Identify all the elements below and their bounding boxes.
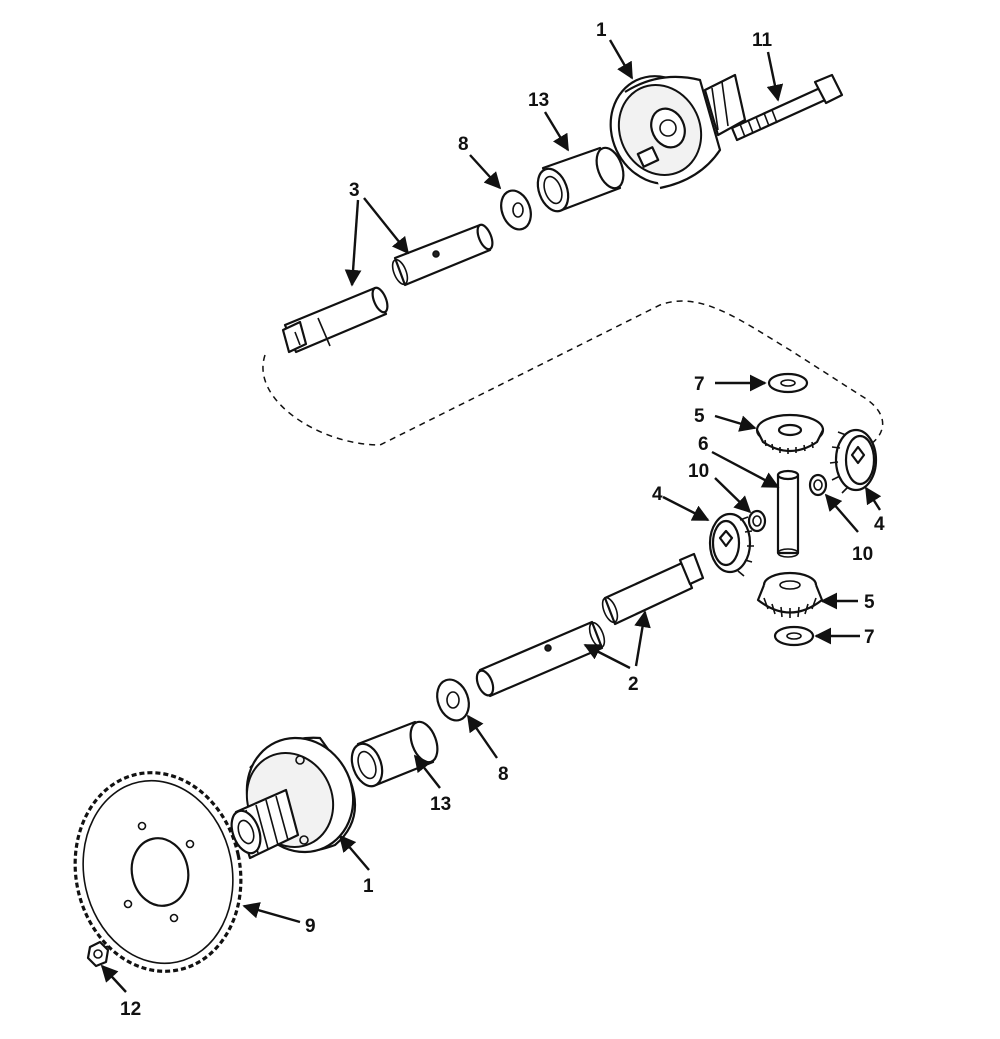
leader-arrow-1-upper — [608, 39, 634, 80]
leader-arrow-8-lower — [467, 714, 498, 759]
upper-differential-housing — [609, 73, 747, 190]
callout-4-left: 4 — [652, 484, 663, 505]
callout-8-lower: 8 — [498, 764, 509, 785]
leader-arrow-13-lower — [413, 754, 441, 789]
upper-bushing — [536, 146, 625, 213]
callout-7-upper: 7 — [694, 374, 705, 395]
callout-1-upper: 1 — [596, 20, 607, 41]
lower-thrust-washer — [436, 678, 470, 722]
leader-arrow-3-b — [363, 197, 410, 255]
leader-arrow-3-a — [344, 199, 362, 287]
leader-arrow-6 — [711, 450, 780, 489]
leader-arrow-10-right — [824, 493, 859, 533]
leader-arrow-4-left — [662, 495, 710, 522]
callout-2: 2 — [628, 674, 639, 695]
right-pinion-gear — [829, 428, 878, 494]
leader-arrow-13-upper — [543, 111, 570, 152]
upper-thrust-washer — [500, 189, 532, 231]
callout-11: 11 — [752, 30, 773, 51]
callout-5-upper: 5 — [694, 406, 705, 427]
callout-9: 9 — [305, 916, 316, 937]
upper-axle-shaft — [281, 223, 494, 354]
spider-pin — [776, 469, 800, 558]
callout-7-lower: 7 — [864, 627, 875, 648]
leader-arrow-1-lower — [338, 834, 370, 871]
callout-6: 6 — [698, 434, 709, 455]
left-pinion-gear — [708, 512, 754, 577]
left-retaining-ring — [747, 509, 767, 533]
leader-arrow-2-b — [634, 610, 651, 667]
leader-arrow-2-a — [583, 643, 631, 670]
leader-arrow-5-upper — [714, 414, 757, 432]
callout-13-upper: 13 — [528, 90, 549, 111]
callout-5-lower: 5 — [864, 592, 875, 613]
callout-12: 12 — [120, 999, 141, 1020]
upper-side-gear — [755, 413, 825, 454]
hex-nut — [86, 940, 110, 968]
right-retaining-ring — [808, 473, 828, 497]
lower-spider-washer — [773, 625, 815, 647]
leader-arrow-11 — [766, 51, 784, 102]
upper-spider-washer — [767, 372, 809, 394]
lower-bushing — [350, 720, 439, 788]
callout-1-lower: 1 — [363, 876, 374, 897]
leader-arrow-9 — [242, 902, 301, 924]
lower-differential-housing — [230, 736, 357, 860]
lower-axle-shaft — [475, 552, 705, 698]
callout-8-upper: 8 — [458, 134, 469, 155]
assembly-group-outline — [262, 300, 884, 451]
leader-arrow-8-upper — [469, 154, 502, 190]
callout-10-left: 10 — [688, 461, 709, 482]
leader-arrow-10-left — [714, 477, 752, 514]
lower-side-gear — [756, 571, 824, 618]
leader-arrow-4-right — [864, 486, 882, 511]
callout-3: 3 — [349, 180, 360, 201]
drive-sprocket — [73, 771, 243, 973]
leader-arrow-12 — [100, 964, 127, 993]
callout-13-lower: 13 — [430, 794, 451, 815]
callout-10-right: 10 — [852, 544, 873, 565]
bolt — [730, 73, 844, 142]
callout-4-right: 4 — [874, 514, 885, 535]
